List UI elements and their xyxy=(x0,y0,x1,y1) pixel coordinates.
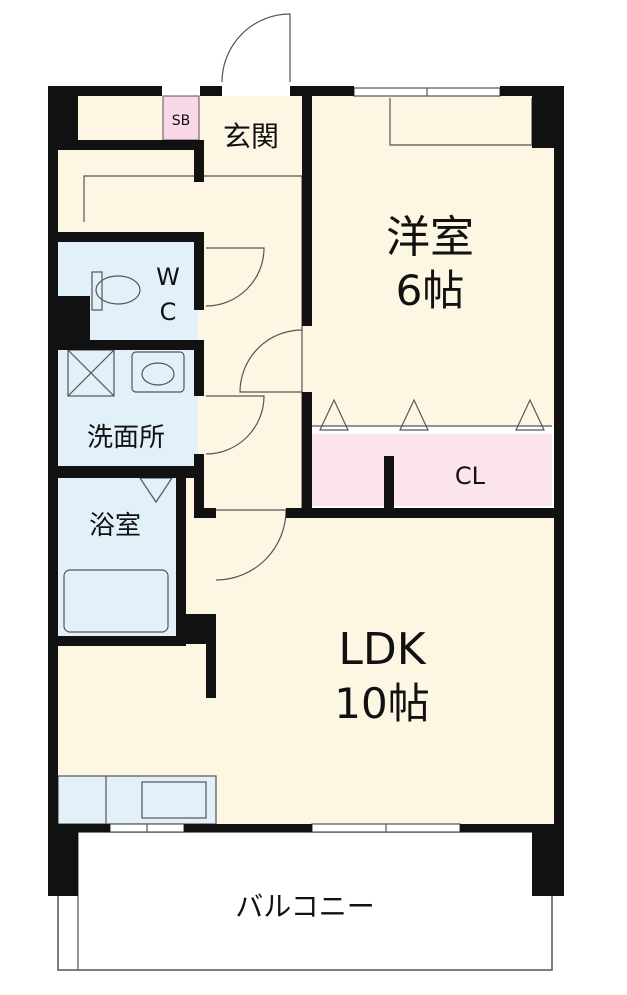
western-room-name: 洋室 xyxy=(386,212,474,263)
wc-label-w: W xyxy=(156,263,180,291)
entrance-label: 玄関 xyxy=(223,120,279,153)
closet-label: CL xyxy=(455,462,486,490)
shoe-box-label: SB xyxy=(172,113,191,129)
balcony-area xyxy=(57,831,553,971)
washroom-label: 洗面所 xyxy=(87,423,165,453)
balcony-label: バルコニー xyxy=(235,890,374,923)
ldk-name: LDK xyxy=(338,624,426,675)
ldk-size: 10帖 xyxy=(334,679,429,728)
wc-label-c: C xyxy=(160,298,177,326)
door-swings xyxy=(205,13,303,581)
washroom-floor xyxy=(58,346,198,466)
bathroom-floor xyxy=(58,478,176,636)
interior-lines xyxy=(63,98,552,824)
bathroom-label: 浴室 xyxy=(89,511,141,541)
shoe-box-area xyxy=(162,95,200,141)
closet-floor xyxy=(312,434,552,506)
kitchen-counter xyxy=(57,775,217,825)
walls xyxy=(48,86,564,896)
western-room-floor xyxy=(308,96,554,426)
western-room-size: 6帖 xyxy=(396,266,465,315)
